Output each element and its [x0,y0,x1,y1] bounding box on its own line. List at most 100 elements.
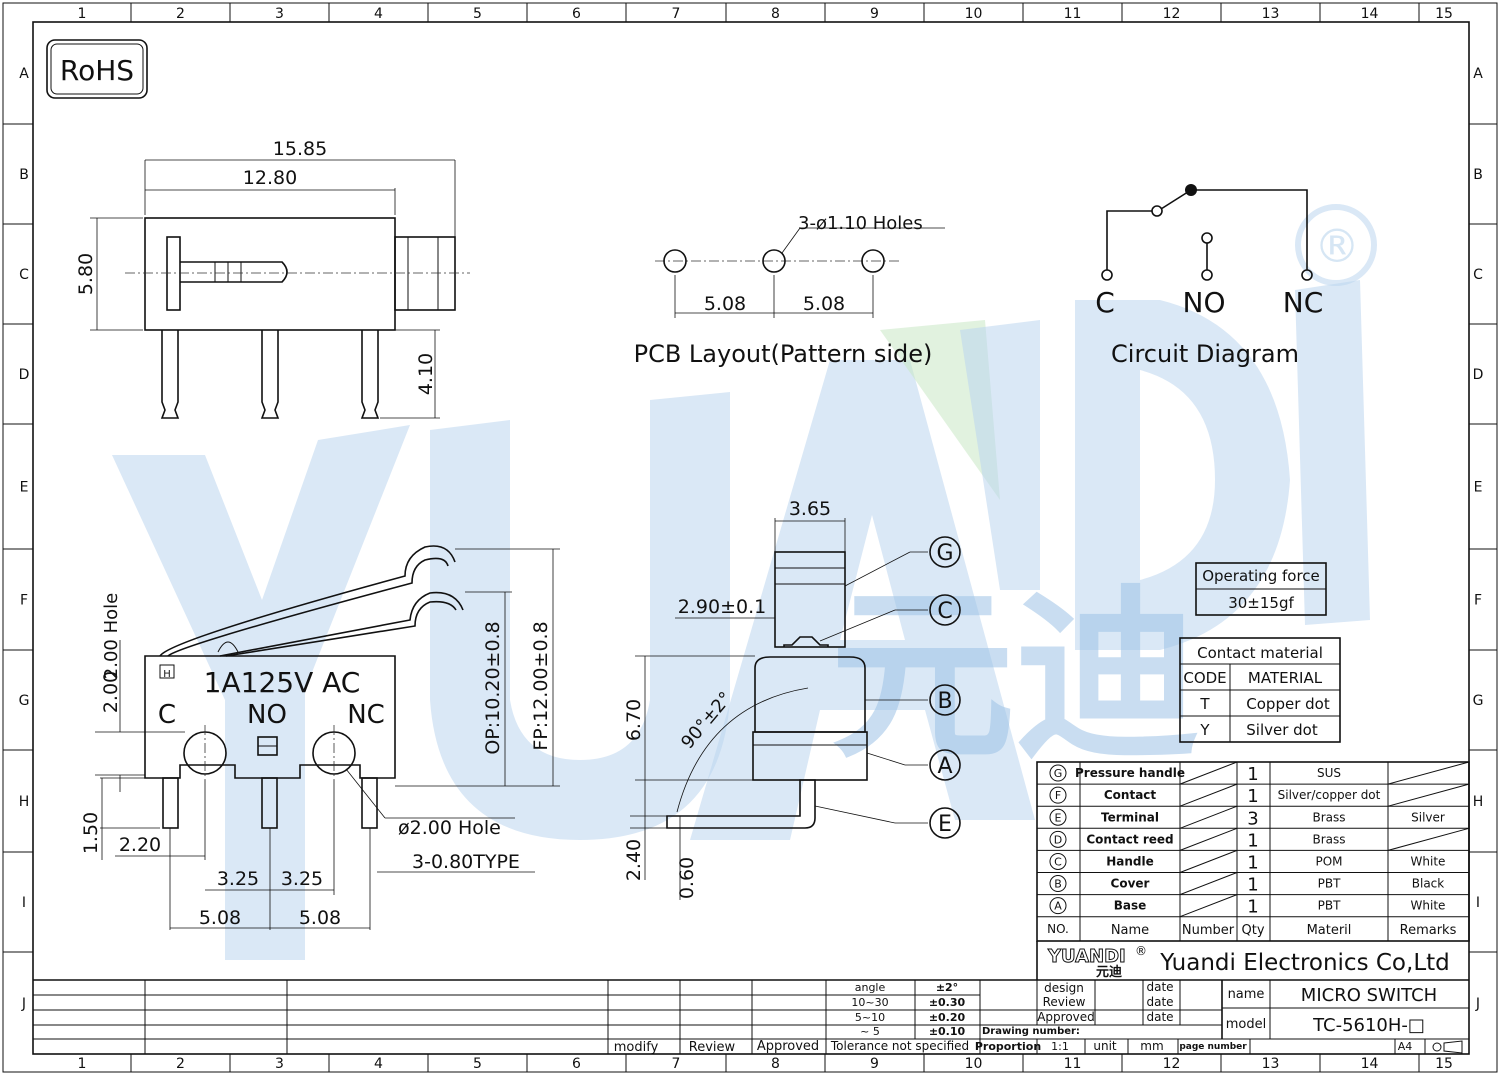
column-marker: 9 [870,1056,879,1072]
name-value: MICRO SWITCH [1301,985,1437,1006]
dim-508-left: 5.08 [199,907,241,929]
column-marker: 1 [78,1056,87,1072]
contact-material-code: Y [1199,721,1210,739]
dim-fp: FP:12.00±0.8 [530,621,552,750]
bom-header-qty: Qty [1241,923,1264,938]
row-marker: A [19,66,29,82]
watermark: ® 元迪 [112,204,1377,960]
bom-name: Handle [1106,854,1154,868]
bom-qty: 1 [1247,786,1258,807]
sheet-size: A4 [1398,1040,1413,1053]
hole-label: 2.00 Hole [101,593,122,679]
bom-header-name: Name [1111,923,1149,938]
operating-force-table: Operating force 30±15gf [1195,562,1327,616]
bom-material: Brass [1312,810,1345,824]
bom-material: Brass [1312,832,1345,846]
bom-material: PBT [1318,899,1341,913]
callout-label: A [937,754,952,779]
logo-reg: ® [1135,944,1147,958]
contact-material-value: Silver dot [1246,721,1318,739]
bom-no: A [1054,900,1062,913]
projection-symbol-icon [1432,1040,1463,1054]
pin-type-label: 3-0.80TYPE [412,851,520,873]
side-view: 3.65 2.90±0.1 6.70 2.40 0.60 90°±2° GCBA… [623,498,961,900]
bom-no: F [1055,789,1061,802]
side-dim-height: 6.70 [623,699,645,741]
bom-qty: 1 [1247,830,1258,851]
row-marker: G [19,693,30,709]
contact-material-header-material: MATERIAL [1248,669,1323,687]
review-label: Review [1043,995,1086,1009]
bom-qty: 1 [1247,852,1258,873]
row-marker: E [20,480,29,496]
column-marker: 14 [1361,6,1379,22]
callout-bubble: G [929,536,961,568]
contact-material-table: Contact material CODE MATERIAL T Copper … [1179,637,1341,743]
column-marker: 8 [771,1056,780,1072]
column-marker: 2 [176,6,185,22]
dim-op: OP:10.20±0.8 [482,621,504,754]
circuit-label-no: NO [1183,286,1226,319]
date-label: date [1146,995,1173,1009]
rating-label: 1A125V AC [204,666,361,699]
callout-label: C [937,599,952,624]
callout-label: B [937,689,952,714]
logo-cjk: 元迪 [1096,964,1122,980]
watermark-reg: ® [1314,219,1360,273]
column-marker: 12 [1163,6,1181,22]
bom-remarks: White [1411,899,1446,913]
callout-bubble: C [929,594,961,626]
tolerance-rows: angle±2°10~30±0.305~10±0.20~ 5±0.10 [851,981,965,1038]
side-dim-240: 2.40 [623,839,645,881]
bom-name: Contact [1104,788,1157,802]
operating-force-value: 30±15gf [1228,594,1294,612]
contact-material-value: Copper dot [1246,695,1330,713]
bom-remarks: Black [1412,877,1445,891]
row-marker: D [19,367,30,383]
row-marker: J [1475,996,1480,1012]
bom-material: POM [1315,854,1342,868]
bom-qty: 1 [1247,897,1258,918]
dim-325-left: 3.25 [217,868,259,890]
title-block: angle±2°10~30±0.305~10±0.20~ 5±0.10 Tole… [33,979,1469,1055]
bom-name: Terminal [1101,810,1159,824]
row-marker: J [21,996,26,1012]
circuit-diagram: C NO NC Circuit Diagram [1095,184,1323,368]
operating-force-title: Operating force [1202,567,1320,585]
bom-remarks: Silver [1411,810,1445,824]
approved-label: Approved [1037,1010,1095,1024]
bom-material: PBT [1318,877,1341,891]
page-number-label: page number [1179,1042,1247,1052]
drawing-number-label: Drawing number: [982,1026,1080,1037]
front-label-nc: NC [347,700,385,730]
unit-value: mm [1140,1039,1163,1053]
top-view: 15.85 12.80 5.80 4.10 [75,138,470,419]
pcb-hole [861,249,885,273]
column-marker: 6 [572,6,581,22]
column-marker: 2 [176,1056,185,1072]
column-marker: 4 [374,1056,383,1072]
pcb-pitch-right: 5.08 [803,293,845,315]
tolerance-value: ±0.10 [929,1025,966,1038]
bom-qty: 1 [1247,764,1258,785]
circuit-label-nc: NC [1283,286,1324,319]
revision-review: Review [689,1040,736,1055]
column-marker: 3 [275,1056,284,1072]
callout-bubble: E [929,807,961,839]
column-marker: 4 [374,6,383,22]
rohs-badge: RoHS [46,39,148,99]
column-marker: 8 [771,6,780,22]
bom-name: Cover [1111,877,1150,891]
row-marker: F [20,593,28,609]
dim-508-right: 5.08 [299,907,341,929]
bom-name: Contact reed [1086,832,1173,846]
